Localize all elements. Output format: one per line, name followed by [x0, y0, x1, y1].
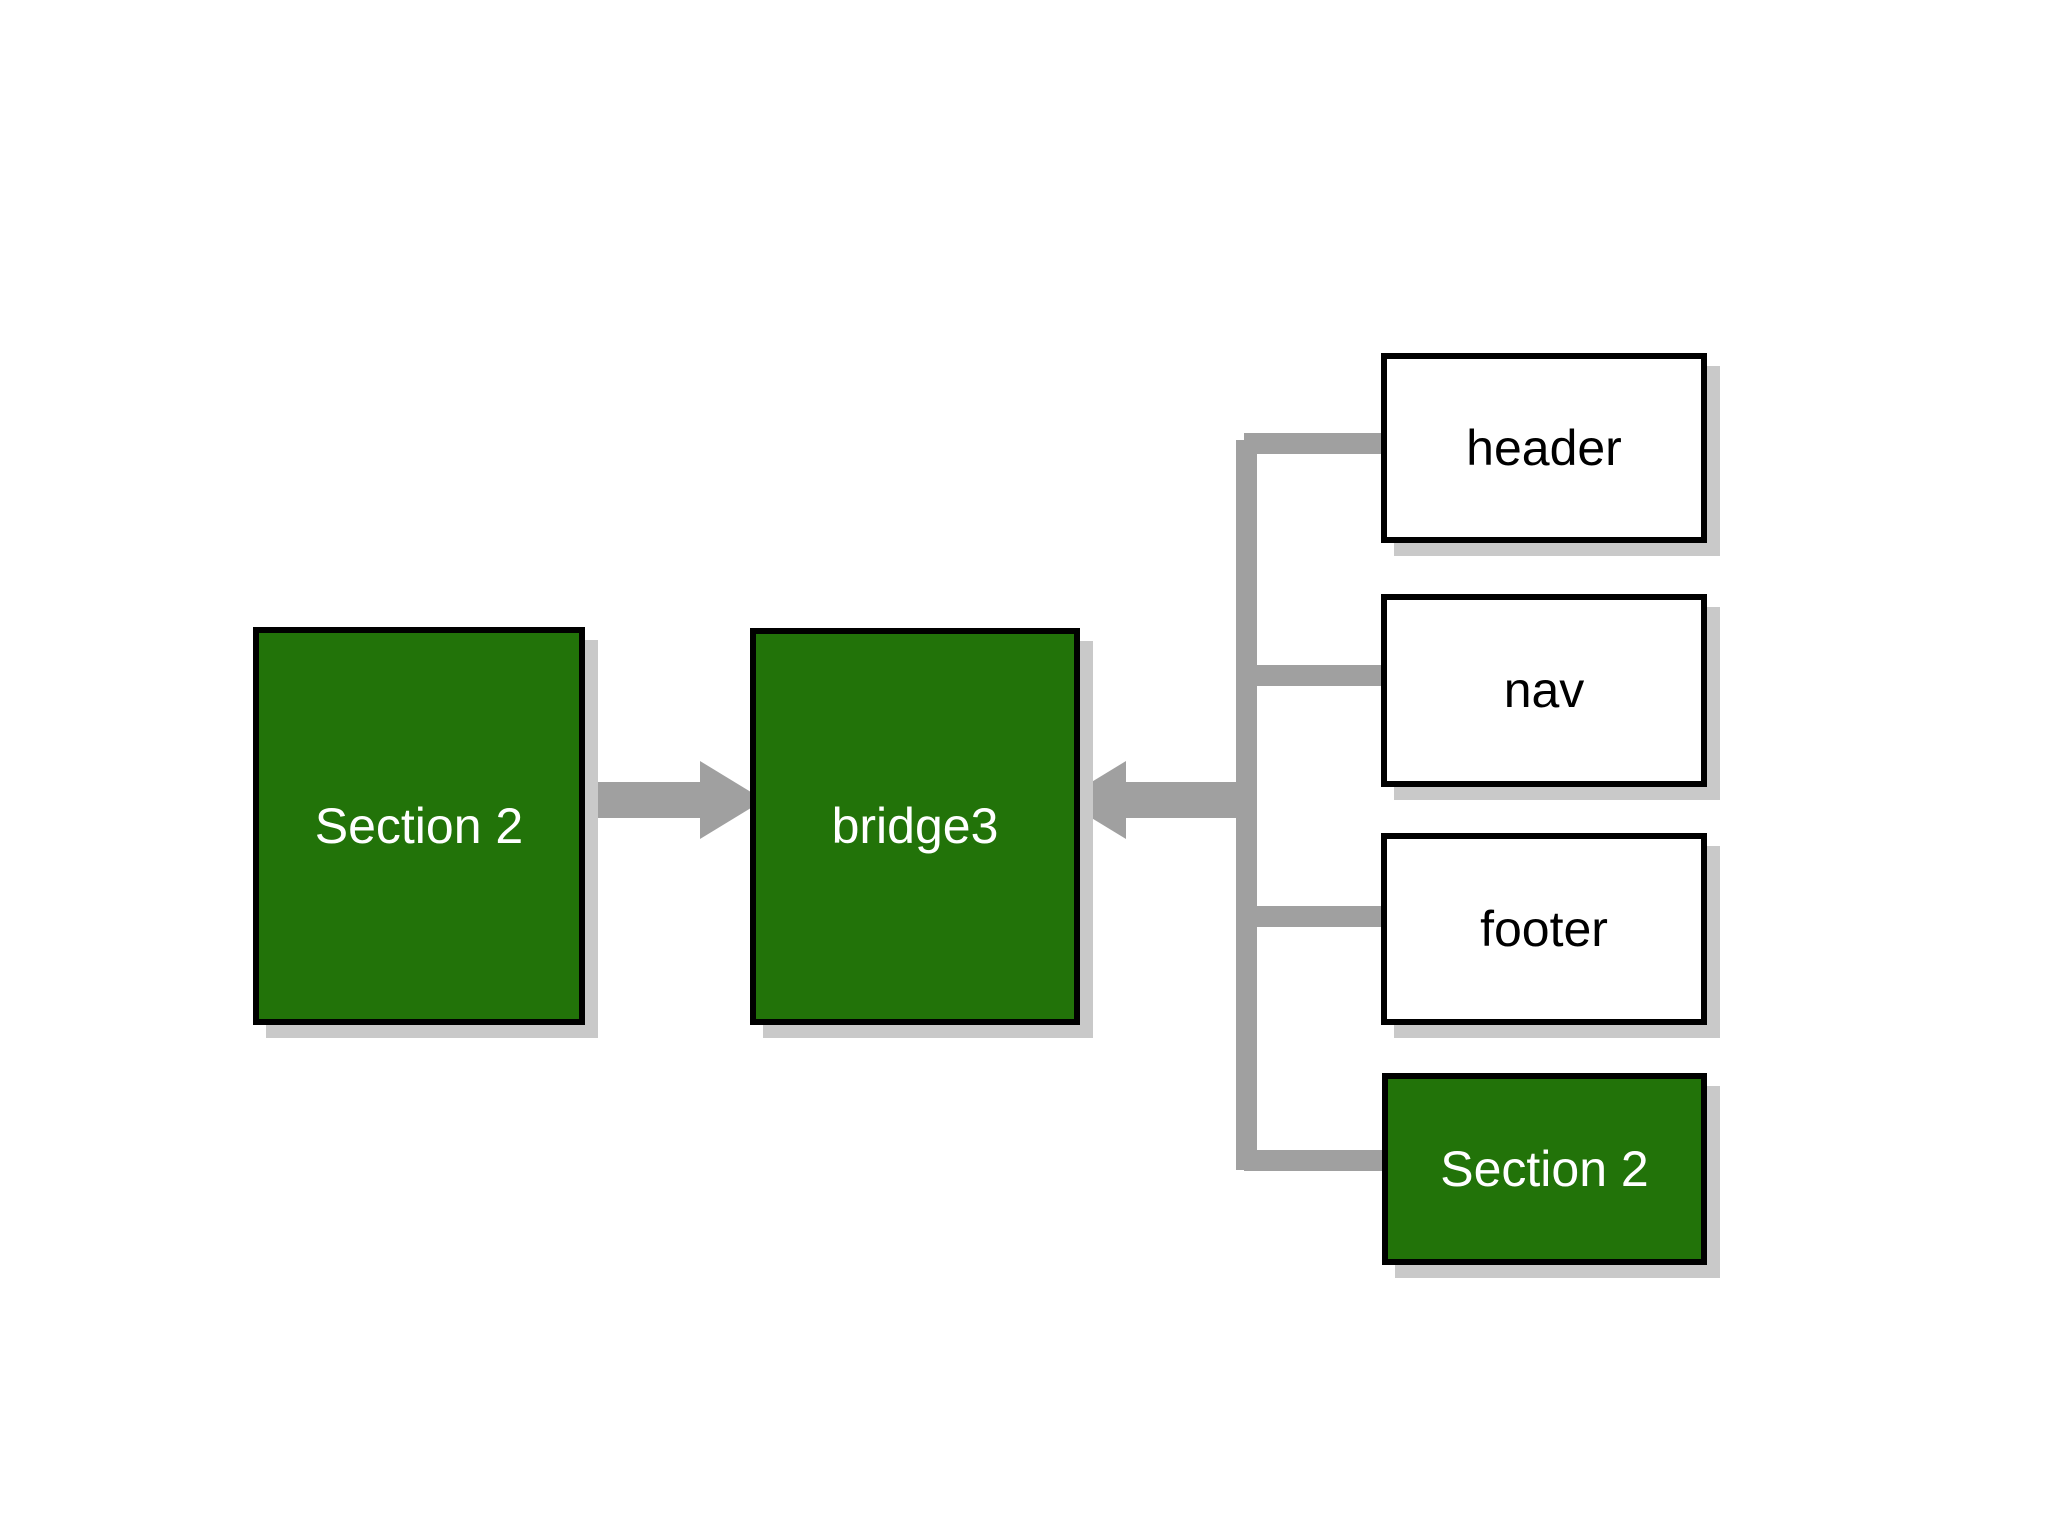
node-nav[interactable]: nav: [1381, 594, 1720, 800]
connector-trunk-to-bridge3-shaft: [1126, 782, 1244, 818]
node-footer[interactable]: footer: [1381, 833, 1720, 1038]
node-label: Section 2: [1440, 1140, 1649, 1197]
node-label: header: [1466, 419, 1622, 476]
connector-branch-section2-right: [1244, 1150, 1384, 1171]
node-face: [253, 627, 585, 1025]
node-header[interactable]: header: [1381, 353, 1720, 556]
node-section2-left[interactable]: Section 2: [253, 627, 598, 1038]
node-label: Section 2: [314, 797, 524, 854]
node-bridge3[interactable]: bridge3: [750, 628, 1093, 1038]
connector-branch-nav: [1244, 665, 1384, 686]
node-face: [1381, 594, 1707, 787]
connector-branch-footer: [1244, 906, 1384, 927]
node-face: [750, 628, 1080, 1025]
node-face: [1381, 833, 1707, 1025]
node-face: [1381, 353, 1707, 543]
node-section2-right[interactable]: Section 2: [1382, 1073, 1720, 1278]
connector-trunk-vertical: [1236, 440, 1257, 1170]
connector-branch-header: [1244, 433, 1384, 454]
node-label: footer: [1480, 900, 1608, 957]
node-label: nav: [1503, 662, 1585, 718]
node-face: [1382, 1073, 1707, 1265]
node-label: bridge3: [831, 798, 999, 854]
connector-section2-to-bridge3-shaft: [582, 782, 702, 818]
